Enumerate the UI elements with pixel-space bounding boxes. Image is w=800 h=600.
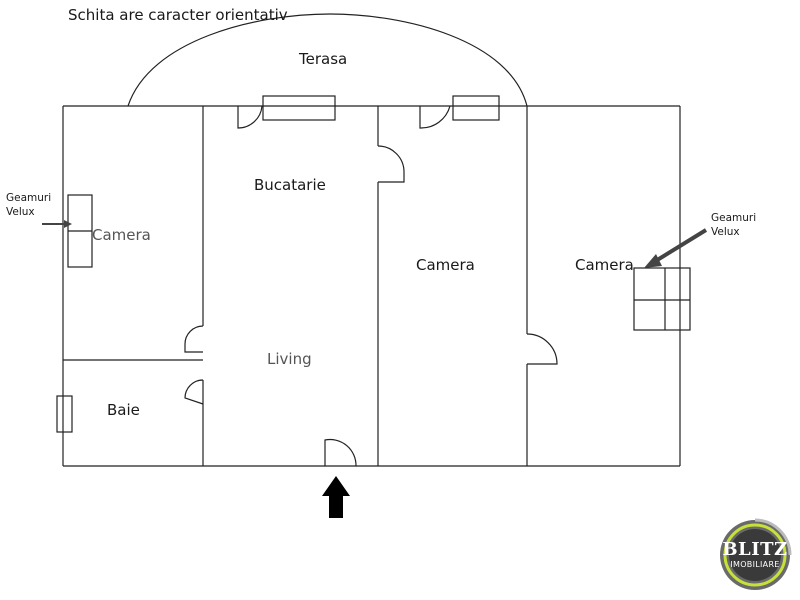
door-kitchen-terrace <box>237 105 263 129</box>
terrace-outline <box>127 13 528 107</box>
room-label-kitchen: Bucatarie <box>254 176 326 194</box>
room-label-bathroom: Baie <box>107 401 140 419</box>
callout-right-line2: Velux <box>711 226 740 238</box>
logo-text-sub: IMOBILIARE <box>730 560 780 569</box>
door-entrance <box>324 438 357 467</box>
room-label-terrace: Terasa <box>299 50 348 68</box>
window-camera <box>452 95 500 121</box>
door-camera-left <box>184 325 204 353</box>
bathroom-window <box>56 395 73 433</box>
room-label-camera-right: Camera <box>575 256 634 274</box>
door-camera-terrace <box>419 105 451 129</box>
entrance-arrow-icon <box>322 476 350 518</box>
disclaimer-note: Schita are caracter orientativ <box>68 6 288 24</box>
callout-label-left: Geamuri Velux <box>6 191 51 219</box>
door-camera-middle <box>377 145 405 183</box>
callout-right-line1: Geamuri <box>711 212 757 224</box>
callout-left-line1: Geamuri <box>6 192 52 204</box>
logo-ring-icon <box>720 518 792 590</box>
door-bathroom <box>184 379 204 405</box>
room-label-camera-left: Camera <box>92 226 151 244</box>
window-kitchen <box>262 95 336 121</box>
room-label-camera-middle: Camera <box>416 256 475 274</box>
callout-left-line2: Velux <box>6 206 35 218</box>
velux-window-right <box>633 267 691 331</box>
room-label-living: Living <box>267 350 312 368</box>
door-camera-right <box>526 333 558 365</box>
callout-label-right: Geamuri Velux <box>711 211 756 239</box>
blitz-logo: BLITZ IMOBILIARE <box>718 518 792 592</box>
logo-text-main: BLITZ <box>722 539 788 560</box>
callout-arrow-right <box>652 228 708 264</box>
